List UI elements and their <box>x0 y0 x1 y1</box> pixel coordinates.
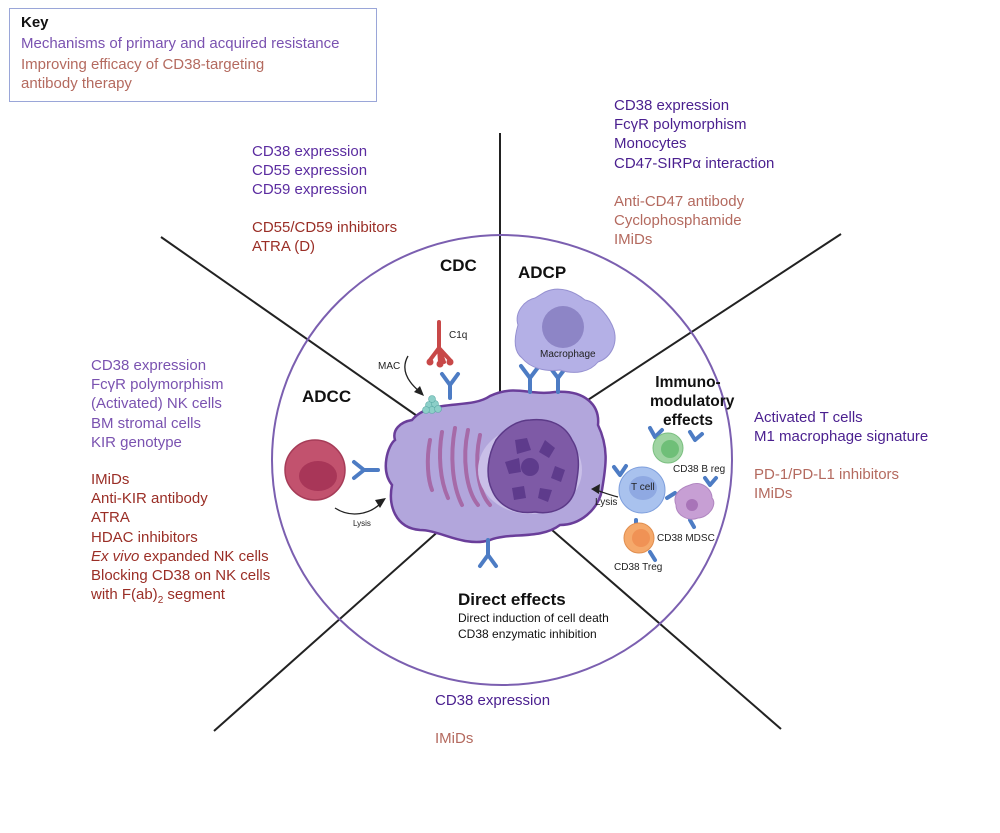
adcp-resistance-item: CD47-SIRPα interaction <box>614 154 775 172</box>
adcp-improving-item: IMiDs <box>614 231 653 249</box>
adcc-improving-item: IMiDs <box>91 471 130 488</box>
divider-line-lower-left <box>213 527 443 732</box>
mechanism-circle <box>271 234 733 686</box>
cdc-improving-item: CD55/CD59 inhibitors <box>252 219 398 236</box>
key-box <box>9 8 377 102</box>
immuno-resistance-item: M1 macrophage signature <box>754 428 929 446</box>
adcc-resistance-item: BM stromal cells <box>91 414 202 432</box>
b-reg-nucleus <box>661 440 679 458</box>
immuno-improving-item: PD-1/PD-L1 inhibitors <box>754 466 900 483</box>
c1q-heads <box>426 358 454 368</box>
divider-line-upper-right <box>567 233 842 414</box>
mac-label: MAC <box>378 361 401 372</box>
adcc-improving-item: Anti-KIR antibody <box>91 490 208 508</box>
ex-vivo-italic: Ex vivo <box>91 547 140 565</box>
direct-sub-list: Direct induction of cell death CD38 enzy… <box>458 611 609 642</box>
t-cell-label: T cell <box>631 482 655 493</box>
immuno-lysis-label: Lysis <box>595 497 618 508</box>
adcc-resistance-item: (Activated) NK cells <box>91 395 222 413</box>
direct-sub-item: CD38 enzymatic inhibition <box>458 626 597 641</box>
immuno-title-line: effects <box>663 412 713 429</box>
immuno-improving-list: PD-1/PD-L1 inhibitors IMiDs <box>754 465 899 503</box>
key-improving-label-line1: Improving efficacy of CD38-targeting <box>21 56 265 73</box>
macrophage-nucleus <box>542 306 584 348</box>
mac-arrow <box>404 355 421 393</box>
adcc-improving-item: HDAC inhibitors <box>91 528 198 546</box>
cdc-resistance-item: CD55 expression <box>252 162 368 180</box>
immuno-resistance-list: Activated T cells M1 macrophage signatur… <box>754 408 928 446</box>
key-mechanisms-label: Mechanisms of primary and acquired resis… <box>21 35 340 52</box>
key-improving-label-line2: antibody therapy <box>21 75 132 92</box>
b-reg-label: CD38 B reg <box>673 464 726 475</box>
t-reg-nucleus <box>632 529 650 547</box>
nucleus-chromatin <box>505 438 565 502</box>
fab-pre: with F(ab) <box>91 586 158 604</box>
cdc-improving-list: CD55/CD59 inhibitors ATRA (D) <box>252 218 397 256</box>
mdsc-label: CD38 MDSC <box>657 533 715 544</box>
adcp-resistance-list: CD38 expression FcγR polymorphism Monocy… <box>614 96 774 173</box>
direct-title: Direct effects <box>458 590 566 609</box>
adcc-resistance-list: CD38 expression FcγR polymorphism (Activ… <box>91 356 224 452</box>
ex-vivo-rest: expanded NK cells <box>139 547 269 565</box>
adcc-lysis-arrow <box>334 501 383 515</box>
adcp-resistance-item: FcγR polymorphism <box>614 116 747 134</box>
endoplasmic-reticulum <box>425 426 492 507</box>
immuno-title-line: modulatory <box>650 393 735 410</box>
key-title: Key <box>21 14 49 31</box>
direct-resistance-item: CD38 expression <box>435 692 551 709</box>
fab-sub: 2 <box>157 595 164 607</box>
immuno-improving-item: IMiDs <box>754 485 793 503</box>
adcc-resistance-item: KIR genotype <box>91 433 182 451</box>
adcc-resistance-item: FcγR polymorphism <box>91 376 224 394</box>
adcc-improving-item: with F(ab)2 segment <box>91 585 270 610</box>
adcp-resistance-item: CD38 expression <box>614 97 730 114</box>
c1q-label: C1q <box>449 330 468 341</box>
c1q-complex <box>428 320 452 364</box>
cdc-title: CDC <box>440 256 477 275</box>
direct-sub-item: Direct induction of cell death <box>458 611 609 625</box>
antibodies <box>352 364 718 568</box>
direct-improving-item: IMiDs <box>435 730 474 747</box>
adcc-lysis-arrow-head <box>375 498 386 508</box>
cdc-resistance-item: CD59 expression <box>252 181 368 199</box>
t-cell-nucleus <box>629 476 657 500</box>
adcc-title: ADCC <box>302 387 352 406</box>
cdc-improving-item: ATRA (D) <box>252 238 316 256</box>
immuno-resistance-item: Activated T cells <box>754 409 863 426</box>
adcc-improving-item: ATRA <box>91 509 130 527</box>
adcp-improving-item: Cyclophosphamide <box>614 212 742 230</box>
divider-line-upper-left <box>160 236 421 419</box>
adcp-improving-item: Anti-CD47 antibody <box>614 193 745 210</box>
immuno-lysis-arrow-head <box>591 484 600 494</box>
adcp-title: ADCP <box>518 263 567 282</box>
mdsc-nucleus <box>686 499 698 511</box>
cdc-resistance-list: CD38 expression CD55 expression CD59 exp… <box>252 142 367 200</box>
cdc-resistance-item: CD38 expression <box>252 143 368 160</box>
nk-cell-nucleus <box>299 461 337 491</box>
mac-arrow-head <box>414 386 424 396</box>
adcc-improving-list: IMiDs Anti-KIR antibody ATRA HDAC inhibi… <box>91 470 270 610</box>
adcp-resistance-item: Monocytes <box>614 135 687 153</box>
adcp-improving-list: Anti-CD47 antibody Cyclophosphamide IMiD… <box>614 192 744 250</box>
mac-complex <box>422 395 442 414</box>
treg-label: CD38 Treg <box>614 562 663 573</box>
immuno-title-line: Immuno- <box>655 374 721 391</box>
fab-post: segment <box>163 586 225 604</box>
adcc-improving-item: Ex vivo expanded NK cells <box>91 547 270 566</box>
adcc-resistance-item: CD38 expression <box>91 357 207 374</box>
divider-line-lower-right <box>551 529 782 730</box>
adcc-improving-item: Blocking CD38 on NK cells <box>91 567 271 585</box>
adcc-lysis-label: Lysis <box>353 519 371 528</box>
macrophage-label: Macrophage <box>540 349 596 360</box>
immuno-title: Immuno- modulatory effects <box>650 373 735 430</box>
